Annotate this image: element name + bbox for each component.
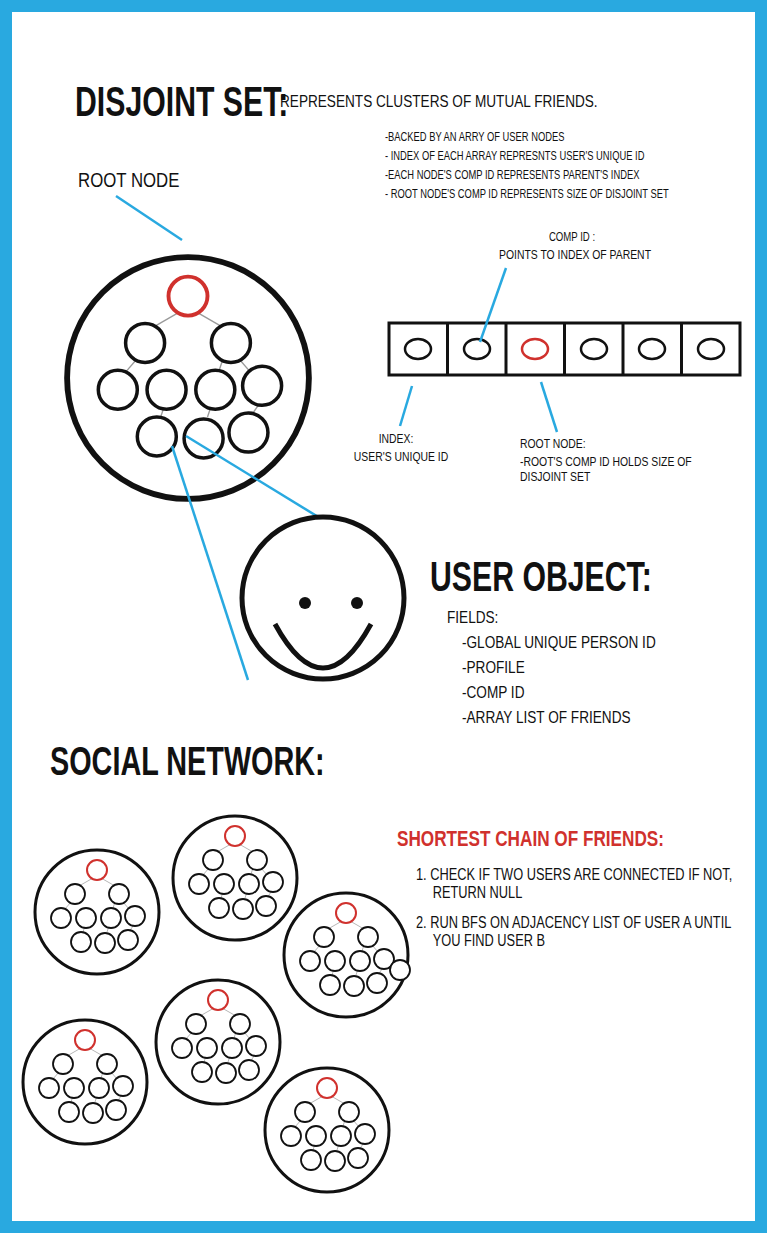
note-line: -EACH NODE'S COMP ID REPRESENTS PARENT'S… [385,168,745,183]
callout-label: COMP ID : [512,231,632,245]
social-network-clusters [23,816,410,1192]
callout-label: ROOT NODE: [520,437,650,452]
callout-note: POINTS TO INDEX OF PARENT [475,248,675,263]
callout-note: USER'S UNIQUE ID [336,450,466,465]
callout-label: INDEX: [356,432,436,447]
section-title: USER OBJECT: [430,553,730,601]
field-item: -PROFILE [462,658,742,678]
field-heading: FIELDS: [447,608,597,628]
field-item: -GLOBAL UNIQUE PERSON ID [462,633,742,653]
algorithm-step: 2. RUN BFS ON ADJACENCY LIST OF USER A U… [416,914,746,951]
note-line: -BACKED BY AN ARRY OF USER NODES [385,130,745,145]
note-line: - INDEX OF EACH ARRAY REPRESNTS USER'S U… [385,149,745,164]
section-title: SOCIAL NETWORK: [50,738,390,784]
field-item: -COMP ID [462,683,742,703]
algorithm-step: 1. CHECK IF TWO USERS ARE CONNECTED IF N… [416,866,738,903]
subtitle: REPRESENTS CLUSTERS OF MUTUAL FRIENDS. [280,92,720,112]
array-strip [389,323,740,375]
leader-lines [116,196,557,680]
user-smiley [242,517,404,679]
note-line: - ROOT NODE'S COMP ID REPRESENTS SIZE OF… [385,187,745,202]
callout-label: ROOT NODE [78,168,238,192]
callout-note: -ROOT'S COMP ID HOLDS SIZE OF DISJOINT S… [520,455,710,485]
algorithm-title: SHORTEST CHAIN OF FRIENDS: [397,826,747,851]
field-item: -ARRAY LIST OF FRIENDS [462,708,742,728]
